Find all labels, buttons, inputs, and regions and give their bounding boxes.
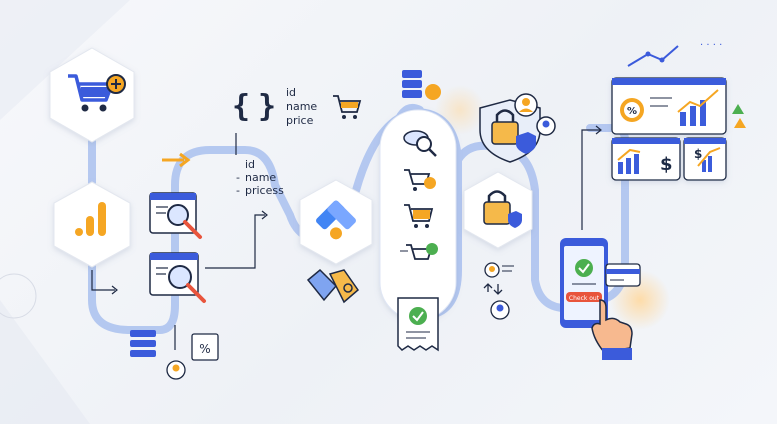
- field-list-item: pricess: [245, 184, 284, 197]
- background-decoration: [0, 0, 670, 424]
- connector-lines: [581, 125, 602, 230]
- schema-field-name: name: [286, 100, 317, 113]
- percent-symbol: %: [627, 106, 637, 117]
- dollar-symbol: $: [660, 154, 673, 175]
- browser-search-icon: [149, 252, 206, 303]
- cart-icon: [404, 169, 436, 191]
- percent-doc-icon: %: [191, 333, 219, 361]
- user-icon: [536, 116, 556, 136]
- cart-icon: [404, 204, 434, 228]
- percent-symbol: %: [199, 342, 210, 356]
- database-icon: [402, 70, 441, 100]
- analytics-bars-icon: [75, 202, 106, 236]
- receipt-check-icon: [397, 297, 439, 352]
- user-icon: [514, 93, 538, 117]
- schema-field-id: id: [286, 86, 296, 99]
- browser-search-icon: [149, 192, 202, 239]
- hand-pointer-icon: [591, 299, 633, 360]
- cart-add-icon: [68, 74, 126, 112]
- brace-open: {: [232, 89, 250, 124]
- field-list-item: id: [245, 158, 255, 171]
- cart-icon: [333, 95, 362, 119]
- phone-checkout-icon: Check out: [560, 238, 608, 328]
- checkout-button[interactable]: Check out: [569, 295, 600, 302]
- orange-arrow-icon: [162, 152, 191, 168]
- svg-text:-: -: [236, 171, 240, 184]
- tag-manager-node: [299, 179, 373, 265]
- price-tag-icon: [306, 268, 360, 304]
- dollar-symbol: $: [694, 147, 702, 161]
- schema-block: { } id name price: [232, 86, 362, 127]
- tag-manager-icon: [316, 200, 356, 240]
- connector-lines: [91, 133, 268, 350]
- svg-text:· · · ·: · · · ·: [700, 40, 722, 51]
- schema-field-price: price: [286, 114, 314, 127]
- database-icon: [130, 330, 156, 357]
- trend-line-icon: · · · ·: [627, 40, 722, 67]
- cart-check-icon: [400, 243, 438, 260]
- field-list: id - name - pricess: [236, 158, 284, 197]
- svg-text:-: -: [236, 184, 240, 197]
- padlock-shield-icon: [483, 190, 522, 228]
- user-icon: [166, 360, 186, 380]
- brace-close: }: [258, 89, 276, 124]
- user-sync-icon: [483, 262, 514, 320]
- eye-search-icon: [403, 130, 437, 157]
- warning-triangle-icon: [732, 104, 746, 128]
- credit-card-icon: [605, 263, 641, 287]
- field-list-item: name: [245, 171, 276, 184]
- dashboard-chart-icon: % $ $: [611, 77, 727, 181]
